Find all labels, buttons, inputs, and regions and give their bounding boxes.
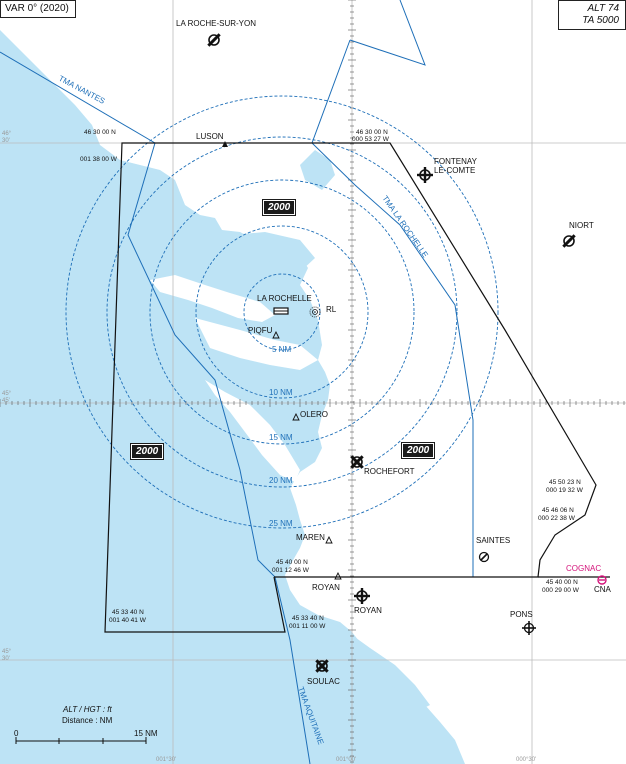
olero-label: OLERO (300, 410, 328, 419)
coord-2-lat: 46 30 00 N (356, 129, 388, 136)
coord-7-lon: 001 40 41 W (109, 617, 147, 624)
luson-label: LUSON (196, 132, 224, 141)
runway-icon (273, 307, 289, 315)
lon-1-30-label: 001°30' (156, 757, 176, 763)
sector-altitude-west: 2000 (131, 444, 164, 459)
variation-box: VAR 0° (2020) (0, 0, 76, 18)
cognac-label: COGNAC (566, 564, 601, 573)
airport-icon (417, 167, 433, 183)
sector-altitude-north: 2000 (263, 200, 296, 215)
coord-3-lon: 000 19 32 W (546, 487, 584, 494)
la-rochelle-label: LA ROCHELLE (257, 294, 312, 303)
sector-boundaries (104, 142, 610, 633)
coord-5-lat: 45 40 00 N (546, 579, 578, 586)
coord-1-lat: 46 30 00 N (84, 129, 116, 136)
coord-1-lon: 001 38 00 W (80, 156, 118, 163)
saintes-label: SAINTES (476, 536, 510, 545)
transition-altitude: TA 5000 (582, 15, 619, 26)
ile-d-oleron (205, 380, 300, 482)
variation-label: VAR 0° (2020) (5, 3, 69, 14)
lat-46-30-label: 46°30' (2, 131, 12, 144)
sea-inlet (300, 150, 335, 190)
coord-2-lon: 000 53 27 W (352, 136, 390, 143)
coord-5-lon: 000 29 00 W (542, 587, 580, 594)
longitude-ticks (348, 0, 356, 763)
maren-label: MAREN (296, 533, 325, 542)
airport-icon (350, 455, 364, 469)
latitude-ticks (0, 399, 625, 407)
tma-aquitaine-label: TMA AQUITAINE (296, 686, 325, 746)
cognac-airport-icon (597, 575, 607, 585)
vor-icon (309, 306, 321, 318)
fontenay-label-2: LE-COMTE (434, 166, 475, 175)
rochefort-label: ROCHEFORT (364, 467, 415, 476)
coord-3-lat: 45 50 23 N (549, 479, 581, 486)
airport-altitude: ALT 74 (587, 3, 620, 14)
niort-label: NIORT (569, 221, 594, 230)
la-rochelle-land (195, 318, 318, 370)
ring-5-label: 5 NM (272, 345, 291, 354)
waypoint-icon (334, 571, 342, 580)
coord-7-lat: 45 33 40 N (112, 609, 144, 616)
legend-distance: Distance : NM (62, 716, 113, 725)
piqfu-label: PIQFU (248, 326, 273, 335)
cna-label: CNA (594, 585, 612, 594)
waypoint-icon (272, 330, 280, 339)
ring-25-label: 25 NM (269, 519, 293, 528)
gironde-estuary (315, 615, 430, 710)
airport-icon (354, 588, 370, 604)
ring-15-label: 15 NM (269, 433, 293, 442)
scale-fifteen: 15 NM (134, 729, 158, 738)
altitude-box: ALT 74 TA 5000 (558, 0, 626, 30)
ring-10-label: 10 NM (269, 388, 293, 397)
waypoint-icon (292, 412, 300, 421)
lat-45-45-label: 45°45' (2, 391, 12, 404)
coord-4-lat: 45 46 06 N (542, 507, 574, 514)
la-roche-sur-yon-label: LA ROCHE-SUR-YON (176, 19, 256, 28)
scale-bar (15, 737, 147, 744)
tma-la-rochelle-label: TMA LA ROCHELLE (380, 194, 429, 259)
coord-8-lon: 001 11 00 W (289, 623, 326, 630)
legend-units: ALT / HGT : ft (62, 705, 113, 714)
rl-label: RL (326, 305, 337, 314)
airfield-icon (522, 621, 536, 635)
pons-label: PONS (510, 610, 533, 619)
waypoint-icon (325, 535, 333, 544)
lon-0-30-label: 000°30' (516, 757, 536, 763)
airport-icon (207, 33, 221, 47)
royan-point-label: ROYAN (312, 583, 340, 592)
lat-45-30-label: 45°30' (2, 649, 12, 662)
sea-inlet (230, 232, 315, 272)
airport-icon (562, 234, 576, 248)
airport-icon (315, 659, 329, 673)
airfield-icon (478, 551, 490, 563)
lon-1-00-label: 001°00' (336, 757, 356, 763)
ring-20-label: 20 NM (269, 476, 293, 485)
fontenay-label: FONTENAY (434, 157, 478, 166)
sector-altitude-east: 2000 (402, 443, 435, 458)
coord-6-lat: 45 40 00 N (276, 559, 308, 566)
coord-6-lon: 001 12 46 W (272, 567, 310, 574)
soulac-label: SOULAC (307, 677, 340, 686)
coord-8-lat: 45 33 40 N (292, 615, 324, 622)
coord-4-lon: 000 22 38 W (538, 515, 576, 522)
luson-triangle (222, 141, 228, 147)
tma-nantes-label: TMA NANTES (57, 74, 106, 106)
scale-zero: 0 (14, 729, 19, 738)
royan-label: ROYAN (354, 606, 382, 615)
